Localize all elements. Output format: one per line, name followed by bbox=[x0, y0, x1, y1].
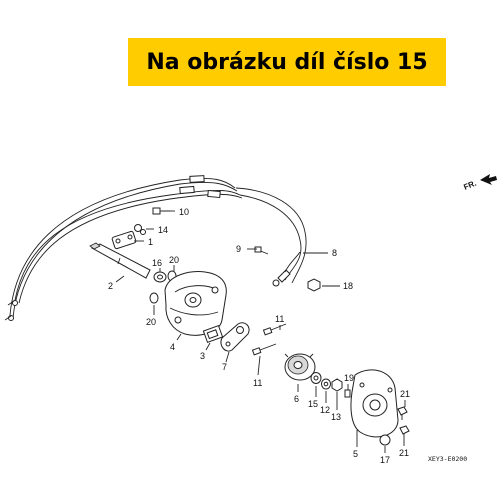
part-13-nut bbox=[331, 378, 343, 392]
part-21b-bolt bbox=[399, 425, 410, 435]
callout-12: 12 bbox=[320, 405, 330, 415]
callout-19: 19 bbox=[344, 373, 354, 383]
callout-8: 8 bbox=[332, 248, 337, 258]
part-12-washer bbox=[321, 378, 331, 390]
cables bbox=[4, 175, 307, 321]
part-4-housing bbox=[164, 271, 227, 336]
callout-13: 13 bbox=[331, 412, 341, 422]
part-6-drum bbox=[284, 353, 316, 381]
part-7-arm bbox=[220, 322, 250, 352]
callout-20b: 20 bbox=[146, 317, 156, 327]
part-19-bolt bbox=[344, 389, 351, 398]
leader-lines bbox=[115, 210, 406, 453]
part-14-nut bbox=[134, 224, 146, 235]
callout-6: 6 bbox=[294, 394, 299, 404]
callout-1: 1 bbox=[148, 237, 153, 247]
callout-5: 5 bbox=[353, 449, 358, 459]
banner-background bbox=[128, 38, 446, 86]
diagram-code: XEY3-E0200 bbox=[428, 455, 467, 463]
callout-10: 10 bbox=[179, 207, 189, 217]
banner-text: Na obrázku díl číslo 15 bbox=[146, 49, 428, 75]
callout-21a: 21 bbox=[400, 389, 410, 399]
callout-7: 7 bbox=[222, 362, 227, 372]
callout-11a: 11 bbox=[275, 314, 284, 324]
part-1-bracket bbox=[111, 230, 137, 250]
part-11a-bolt bbox=[262, 323, 287, 336]
callout-21b: 21 bbox=[399, 448, 409, 458]
part-20b-pin bbox=[149, 292, 159, 304]
part-9-cable-end bbox=[254, 246, 269, 255]
callout-2: 2 bbox=[108, 281, 113, 291]
part-15-washer bbox=[310, 372, 322, 384]
front-direction-arrow: FR. bbox=[462, 174, 497, 192]
part-18-nut bbox=[307, 278, 321, 292]
callout-4: 4 bbox=[170, 342, 175, 352]
callout-3: 3 bbox=[200, 351, 205, 361]
callout-17: 17 bbox=[380, 455, 390, 465]
callout-9: 9 bbox=[236, 244, 241, 254]
part-16-collar bbox=[153, 271, 167, 283]
part-2-shaft bbox=[89, 242, 151, 279]
callout-14: 14 bbox=[158, 225, 168, 235]
part-8-adjuster bbox=[272, 251, 301, 287]
part-3-gasket bbox=[202, 324, 224, 344]
part-21a-bolt bbox=[397, 406, 408, 420]
callout-15: 15 bbox=[308, 399, 318, 409]
callout-20a: 20 bbox=[169, 255, 179, 265]
part-5-cover bbox=[350, 369, 399, 438]
fr-label: FR. bbox=[462, 179, 477, 192]
callout-11b: 11 bbox=[253, 378, 262, 388]
callout-18: 18 bbox=[343, 281, 353, 291]
callout-16: 16 bbox=[152, 258, 162, 268]
part-17-cap bbox=[379, 434, 391, 446]
banner: Na obrázku díl číslo 15 bbox=[128, 38, 446, 86]
part-11b-bolt bbox=[251, 343, 277, 356]
